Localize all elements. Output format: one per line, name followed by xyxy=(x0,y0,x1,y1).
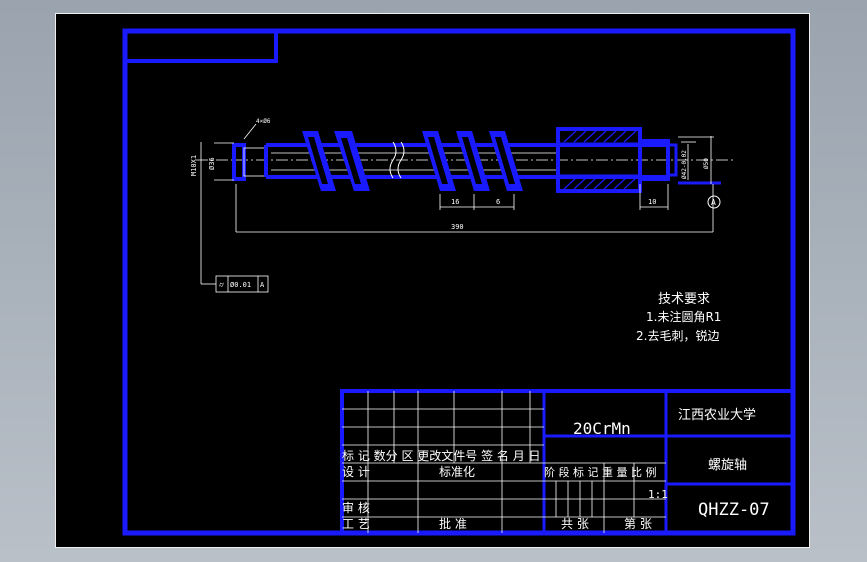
datum-circle xyxy=(707,195,721,209)
dim-16: 16 xyxy=(451,198,459,206)
part-name: 螺旋轴 xyxy=(708,458,747,473)
tolerance-frame: ⌭ Ø0.01 A xyxy=(215,275,269,293)
dimension-lines xyxy=(200,123,714,285)
row-process: 工 艺 xyxy=(342,517,370,531)
sheet-number: 第 张 xyxy=(624,517,652,531)
dim-right-a: Ø42-0.02 xyxy=(681,150,688,179)
school-name: 江西农业大学 xyxy=(678,407,756,423)
material-label: 20CrMn xyxy=(573,419,631,438)
dim-total: 390 xyxy=(451,223,464,231)
title-block: 20CrMn 江西农业大学 螺旋轴 QHZZ-07 1:1 标 记 数分 区 更… xyxy=(340,389,795,535)
dim-right-b: Ø50 xyxy=(703,158,710,169)
dim-6: 6 xyxy=(496,198,500,206)
tech-req-item-2: 2.去毛刺，锐边 xyxy=(636,329,719,343)
total-sheets: 共 张 xyxy=(561,517,589,531)
dim-small-holes: 4×Ø6 xyxy=(256,118,271,125)
tech-req-item-1: 1.未注圆角R1 xyxy=(646,309,721,324)
drawing-sheet: M10X1 Ø36 4×Ø6 16 6 10 390 Ø42-0.02 Ø50 … xyxy=(55,13,810,548)
row-standard: 标准化 xyxy=(439,465,475,479)
scale-value: 1:1 xyxy=(648,488,668,501)
stage-header: 阶 段 标 记 重 量 比 例 xyxy=(544,465,656,479)
screw-shaft xyxy=(196,127,736,193)
row-design: 设 计 xyxy=(342,465,370,479)
corner-code-box xyxy=(123,29,278,63)
dim-10: 10 xyxy=(648,198,656,206)
tolerance-symbol: ⌭ xyxy=(219,281,224,289)
drawing-number: QHZZ-07 xyxy=(698,500,770,520)
tolerance-datum: A xyxy=(260,281,265,289)
row-approve: 批 准 xyxy=(439,516,467,531)
row-review: 审 核 xyxy=(342,500,370,515)
dim-diameter: Ø36 xyxy=(208,157,216,170)
cad-drawing: M10X1 Ø36 4×Ø6 16 6 10 390 Ø42-0.02 Ø50 … xyxy=(122,28,796,536)
revision-header: 标 记 数分 区 更改文件号 签 名 月 日 xyxy=(342,448,541,463)
tolerance-value: Ø0.01 xyxy=(230,281,251,289)
dim-thread: M10X1 xyxy=(190,155,198,176)
tech-req-heading: 技术要求 xyxy=(658,292,710,307)
datum-label: A xyxy=(711,198,716,207)
